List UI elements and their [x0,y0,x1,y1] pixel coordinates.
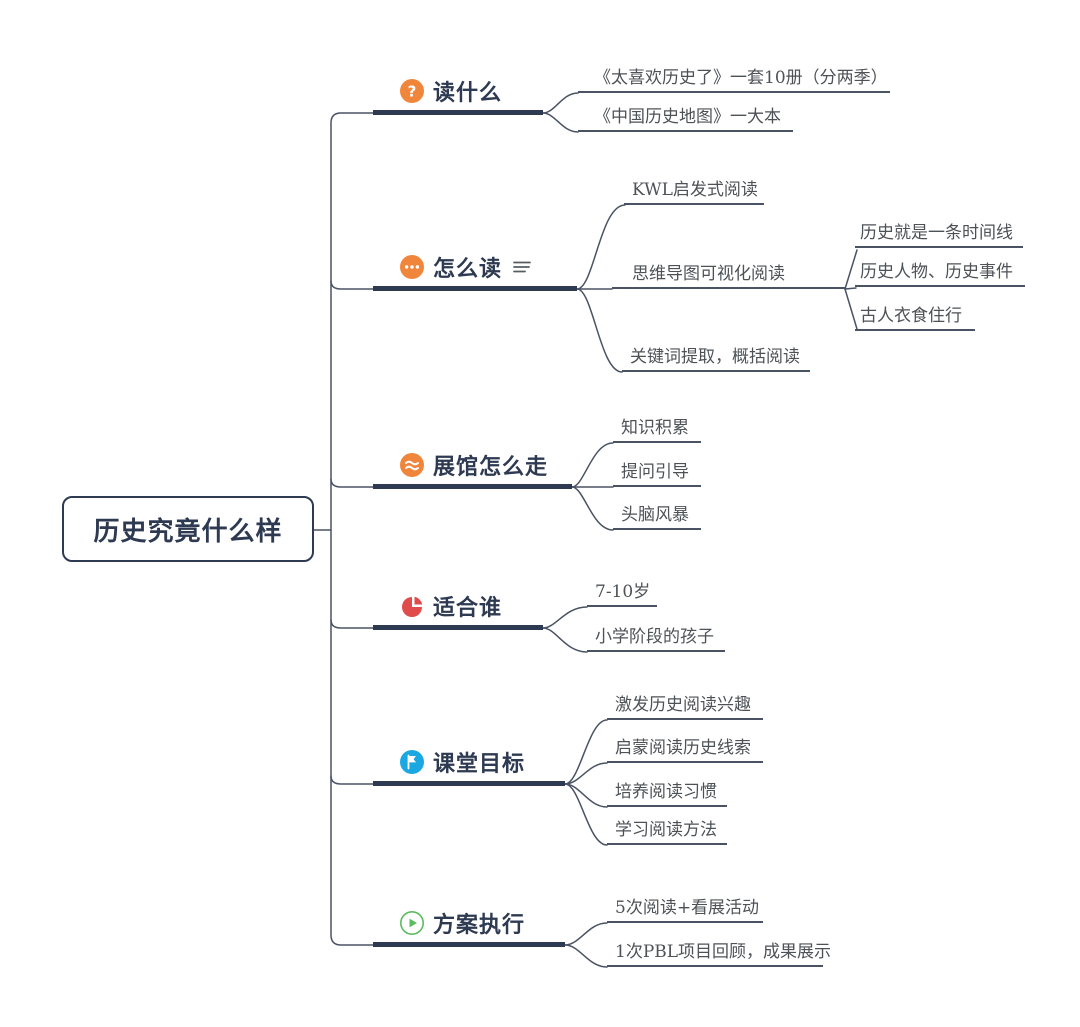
branch-plan-execution[interactable]: 方案执行 [373,904,565,947]
branch-label: 怎么读 [433,257,503,282]
play-circle-icon [400,911,424,935]
question-circle-icon: ? [400,79,424,103]
subtopic-label: 《太喜欢历史了》一套10册（分两季） [594,68,888,88]
subtopic-label: KWL启发式阅读 [632,180,758,200]
subtopic-node[interactable]: 小学阶段的孩子 [587,626,725,652]
waves-circle-icon [400,453,424,477]
subtopic-label: 古人衣食住行 [860,306,962,326]
root-topic[interactable]: 历史究竟什么样 [62,496,314,562]
subtopic-label: 《中国历史地图》一大本 [594,107,781,127]
branch-exhibition-route[interactable]: 展馆怎么走 [373,446,572,489]
subtopic-node[interactable]: 关键词提取，概括阅读 [622,346,810,372]
subtopic-node[interactable]: 提问引导 [613,461,701,487]
svg-text:?: ? [408,83,417,101]
root-topic-label: 历史究竟什么样 [93,516,283,547]
branch-label: 展馆怎么走 [433,455,549,480]
subtopic-node[interactable]: 历史就是一条时间线 [855,222,1023,248]
branch-what-to-read[interactable]: ? 读什么 [373,72,543,115]
subtopic-node[interactable]: 头脑风暴 [613,504,701,530]
subtopic-node[interactable]: 历史人物、历史事件 [855,261,1025,287]
subtopic-label: 思维导图可视化阅读 [632,264,785,284]
branch-label: 课堂目标 [433,752,526,777]
branch-label: 方案执行 [433,913,526,938]
subtopic-label: 7-10岁 [595,582,651,602]
subtopic-node[interactable]: 5次阅读+看展活动 [607,897,763,923]
subtopic-node[interactable]: 古人衣食住行 [855,305,975,331]
subtopic-node[interactable]: 激发历史阅读兴趣 [607,694,763,720]
notes-icon[interactable] [512,259,532,275]
subtopic-node[interactable]: 启蒙阅读历史线索 [607,737,763,763]
subtopic-node[interactable]: 《中国历史地图》一大本 [578,106,793,132]
branch-how-to-read[interactable]: 怎么读 [373,248,577,291]
subtopic-label: 头脑风暴 [621,505,689,525]
subtopic-label: 培养阅读习惯 [615,782,717,802]
subtopic-node[interactable]: 7-10岁 [587,581,657,607]
subtopic-label: 小学阶段的孩子 [595,627,714,647]
branch-class-goals[interactable]: 课堂目标 [373,743,565,786]
subtopic-label: 学习阅读方法 [615,820,717,840]
subtopic-label: 知识积累 [621,418,689,438]
subtopic-node[interactable]: 《太喜欢历史了》一套10册（分两季） [578,67,890,93]
branch-label: 适合谁 [433,596,503,621]
subtopic-node[interactable]: 1次PBL项目回顾，成果展示 [607,941,832,967]
subtopic-label: 5次阅读+看展活动 [615,898,760,918]
subtopic-node[interactable]: 培养阅读习惯 [607,781,727,807]
branch-label: 读什么 [433,81,503,106]
flag-circle-icon [400,750,424,774]
subtopic-label: 历史人物、历史事件 [860,262,1013,282]
subtopic-label: 1次PBL项目回顾，成果展示 [615,942,832,962]
subtopic-label: 激发历史阅读兴趣 [615,695,751,715]
subtopic-label: 启蒙阅读历史线索 [615,738,751,758]
subtopic-label: 提问引导 [621,462,689,482]
subtopic-node[interactable]: KWL启发式阅读 [624,179,764,205]
branch-target-audience[interactable]: 适合谁 [373,587,543,630]
pie-chart-icon [402,596,423,617]
ellipsis-circle-icon [400,255,424,279]
subtopic-node[interactable]: 知识积累 [613,417,701,443]
subtopic-label: 历史就是一条时间线 [860,223,1013,243]
subtopic-label: 关键词提取，概括阅读 [630,347,800,367]
subtopic-node[interactable]: 思维导图可视化阅读 [612,263,845,289]
subtopic-node[interactable]: 学习阅读方法 [607,819,727,845]
